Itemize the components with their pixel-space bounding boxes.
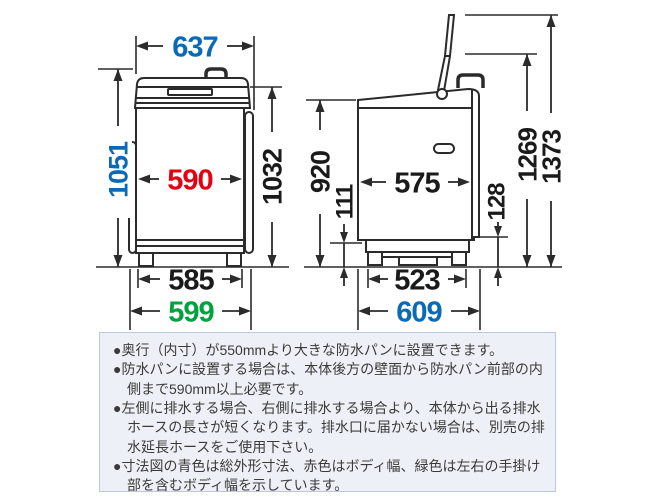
right-hose-bar	[244, 111, 254, 254]
dim-front-overall-width: 637	[172, 31, 217, 63]
dim-side-body-depth: 575	[394, 167, 440, 199]
note-item: 奥行（内寸）が550mmより大きな防水パンに設置できます。	[113, 341, 545, 360]
side-view-drawing	[357, 14, 485, 266]
side-handle-pipe	[456, 73, 485, 88]
notes-panel: 奥行（内寸）が550mmより大きな防水パンに設置できます。 防水パンに設置する場…	[99, 332, 556, 493]
top-handle-pipe	[204, 67, 228, 78]
note-item: 寸法図の青色は総外形寸法、赤色はボディ幅、緑色は左右の手掛け部を含むボディ幅を示…	[113, 457, 545, 496]
dim-side-base-clearance: 111	[332, 184, 359, 219]
label-backgrounds	[104, 111, 565, 222]
front-foot-left	[138, 252, 154, 267]
dim-front-body-width: 590	[167, 164, 212, 196]
dimension-diagram: 637 1051 590 1032 585 599 920 111 575 12…	[96, 14, 567, 330]
side-base	[365, 240, 470, 253]
dim-side-lid-open-height: 1373	[536, 130, 566, 184]
dim-side-lid-joint-height: 1269	[512, 128, 542, 182]
lid-recess	[167, 88, 213, 96]
front-view-drawing	[128, 67, 254, 267]
lid-hinge	[436, 88, 448, 100]
dim-side-body-height: 920	[306, 151, 336, 193]
side-slot	[433, 143, 455, 154]
dim-front-overall-height: 1051	[104, 141, 134, 198]
dim-front-body-height: 1032	[258, 149, 288, 205]
note-item: 防水パンに設置する場合は、本体後方の壁面から防水パン前部の内側まで590mm以上…	[113, 360, 545, 399]
dim-front-handles-width: 599	[168, 296, 214, 328]
dim-front-feet-width: 585	[168, 264, 214, 296]
extension-lines	[96, 14, 562, 330]
side-foot-left	[367, 251, 383, 266]
dim-side-feet-depth: 523	[394, 264, 440, 296]
front-body	[135, 107, 245, 254]
open-lid	[436, 14, 456, 93]
side-foot-right	[451, 251, 467, 266]
side-base-tab	[398, 256, 438, 266]
dim-side-rear-clearance: 128	[484, 183, 511, 221]
dim-side-overall-depth: 609	[396, 296, 442, 328]
front-foot-right	[226, 252, 242, 267]
dimension-labels: 637 1051 590 1032 585 599 920 111 575 12…	[104, 31, 567, 328]
side-body	[357, 87, 480, 241]
note-item: 左側に排水する場合、右側に排水する場合より、本体から出る排水ホースの長さが短くな…	[113, 399, 545, 457]
